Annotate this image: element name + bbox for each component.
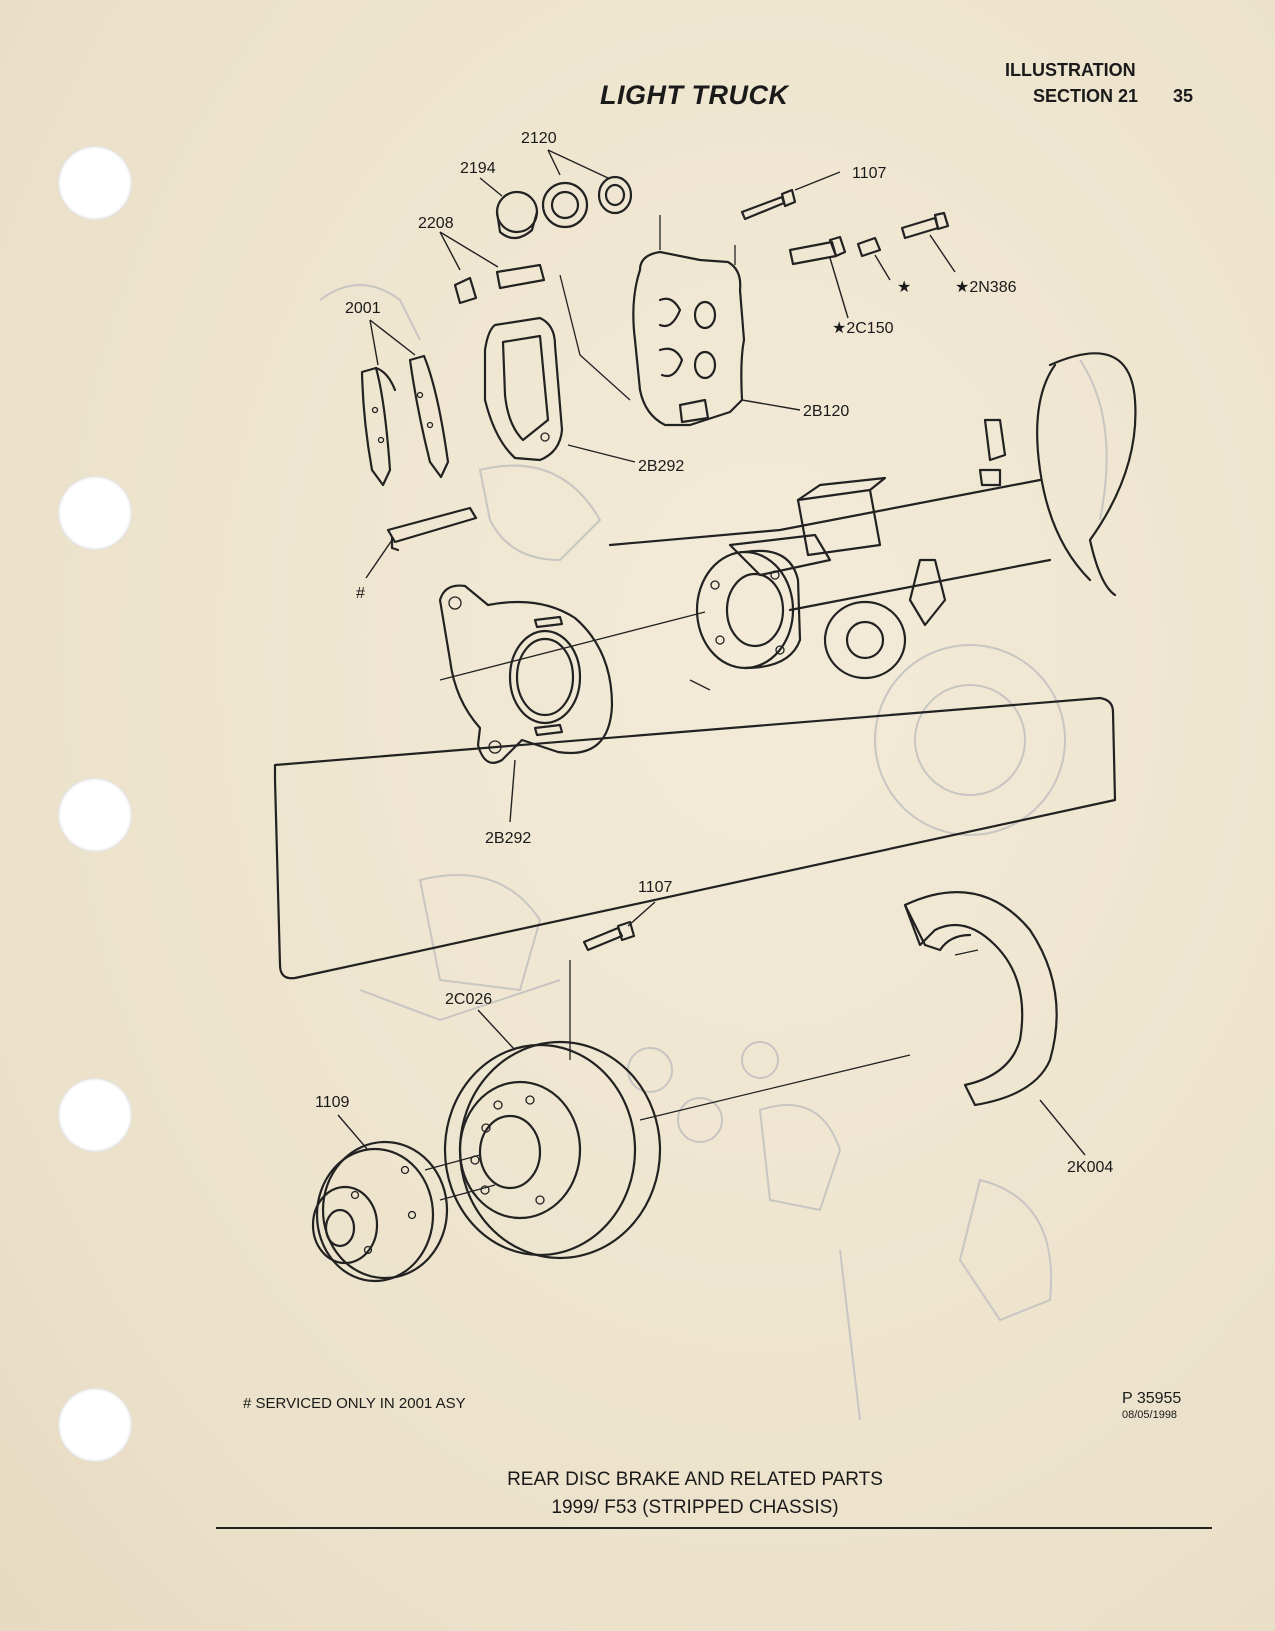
callout-2C026: 2C026 bbox=[445, 991, 492, 1008]
callout-1107-lower: 1107 bbox=[638, 879, 673, 896]
illustration-label: ILLUSTRATION bbox=[1005, 60, 1136, 80]
detail-box bbox=[273, 696, 1117, 980]
bleed-through-ghost bbox=[319, 284, 1108, 1421]
callout-2194: 2194 bbox=[460, 160, 496, 177]
caliper-piston-and-seals bbox=[495, 175, 633, 240]
section-label: SECTION 21 bbox=[1033, 86, 1139, 106]
figure-caption-line1: REAR DISC BRAKE AND RELATED PARTS bbox=[507, 1469, 883, 1490]
binder-hole bbox=[58, 778, 132, 852]
hub-bearing bbox=[689, 600, 907, 691]
callout-2C150: ★2C150 bbox=[832, 320, 894, 337]
axle-flange bbox=[695, 549, 802, 670]
page-number: 35 bbox=[1173, 86, 1194, 106]
page-title: LIGHT TRUCK bbox=[600, 80, 789, 110]
callout-2001: 2001 bbox=[345, 300, 381, 317]
callout-2B120: 2B120 bbox=[803, 403, 849, 420]
callout-labels: 2120 2194 1107 2208 2001 ★2N386 ★ ★2C150… bbox=[315, 130, 1113, 1176]
caliper-bolt bbox=[582, 920, 636, 952]
callout-2B292-upper: 2B292 bbox=[638, 458, 684, 475]
wheel-hub bbox=[311, 1140, 449, 1283]
callout-2N386: ★2N386 bbox=[955, 279, 1017, 296]
assembly-lines bbox=[424, 215, 911, 1201]
axle-housing bbox=[608, 352, 1137, 627]
callout-2B292-lower: 2B292 bbox=[485, 830, 531, 847]
footnote: # SERVICED ONLY IN 2001 ASY bbox=[243, 1395, 466, 1412]
binder-hole bbox=[58, 476, 132, 550]
binder-hole bbox=[58, 1388, 132, 1462]
callout-2208: 2208 bbox=[418, 215, 454, 232]
callout-star: ★ bbox=[897, 279, 911, 296]
brake-rotor bbox=[443, 1040, 662, 1260]
callout-2120: 2120 bbox=[521, 130, 557, 147]
callout-hash: # bbox=[356, 585, 365, 602]
binder-hole bbox=[58, 1078, 132, 1152]
brake-adapter-plate bbox=[438, 584, 614, 764]
part-reference-number: P 35955 bbox=[1122, 1390, 1182, 1407]
anti-rattle-clip bbox=[386, 506, 478, 552]
callout-1107: 1107 bbox=[852, 165, 887, 182]
figure-caption-line2: 1999/ F53 (STRIPPED CHASSIS) bbox=[551, 1497, 839, 1518]
callout-leaders bbox=[337, 149, 1086, 1156]
bottom-rule bbox=[216, 1527, 1212, 1529]
splash-shield bbox=[903, 891, 1058, 1107]
revision-date: 08/05/1998 bbox=[1122, 1409, 1178, 1421]
caliper bbox=[632, 250, 746, 427]
callout-1109: 1109 bbox=[315, 1094, 350, 1111]
caliper-anchor-bracket bbox=[483, 316, 564, 462]
callout-2K004: 2K004 bbox=[1067, 1159, 1113, 1176]
brake-pads bbox=[360, 354, 450, 487]
bolts bbox=[740, 188, 950, 266]
bleeder-screws bbox=[453, 263, 546, 305]
binder-hole bbox=[58, 146, 132, 220]
